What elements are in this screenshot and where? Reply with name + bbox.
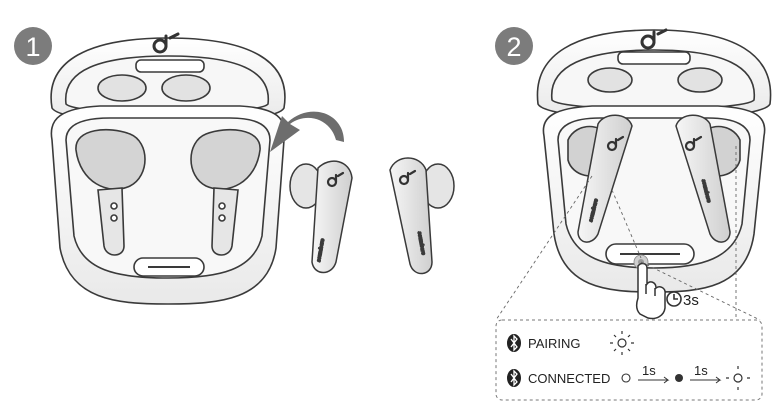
bluetooth-icon: [507, 369, 521, 387]
left-earbud-brand: soundcore: [316, 238, 326, 262]
leader-lines: [495, 146, 761, 321]
left-earbud-icon: soundcore: [577, 114, 633, 243]
interval-1: 1s: [638, 363, 670, 384]
left-earbud-icon: soundcore: [289, 160, 353, 274]
step-2-group: 2 soundcore: [495, 27, 772, 401]
pairing-row: PAIRING: [507, 331, 634, 355]
soundcore-logo-icon: [640, 28, 668, 50]
interval-2: 1s: [690, 363, 722, 384]
right-earbud-brand: soundcore: [416, 231, 426, 255]
connected-row: CONNECTED 1s 1s: [507, 363, 750, 390]
curved-arrow-icon: [270, 111, 344, 152]
interval-1-label: 1s: [642, 363, 656, 378]
pairing-label: PAIRING: [528, 336, 581, 351]
case-open-icon: [50, 37, 286, 305]
led-blinking-icon: [610, 331, 634, 355]
interval-2-label: 1s: [694, 363, 708, 378]
step-1-group: 1: [14, 27, 455, 305]
step-2-number: 2: [506, 32, 521, 62]
led-on-icon: [675, 374, 683, 382]
clock-icon: [666, 291, 682, 307]
hand-press-icon: [635, 262, 666, 320]
connected-label: CONNECTED: [528, 371, 610, 386]
hold-duration: 3s: [683, 292, 699, 309]
led-legend: PAIRING CONNECTED 1s: [495, 319, 763, 401]
bluetooth-icon: [507, 334, 521, 352]
step-1-badge: 1: [14, 27, 52, 65]
step-2-badge: 2: [495, 27, 533, 65]
step-1-number: 1: [25, 32, 40, 62]
soundcore-logo-icon: [152, 32, 180, 54]
led-blinking-icon: [726, 366, 750, 390]
right-earbud-icon: soundcore: [675, 114, 731, 243]
led-off-icon: [621, 373, 631, 383]
right-earbud-icon: soundcore: [389, 157, 455, 275]
